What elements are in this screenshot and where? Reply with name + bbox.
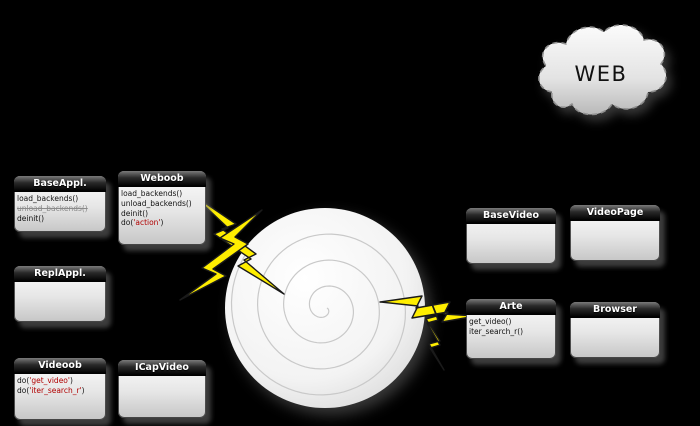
class-title: VideoPage <box>570 205 660 221</box>
class-body <box>14 282 106 286</box>
method-line: unload_backends() <box>121 198 192 208</box>
class-title: ReplAppl. <box>14 266 106 282</box>
class-box-baseappl: BaseAppl. load_backends() unload_backend… <box>14 176 106 232</box>
class-body <box>570 318 660 322</box>
class-title: BaseVideo <box>466 208 556 224</box>
class-body <box>118 376 206 380</box>
class-title: Weboob <box>118 171 206 187</box>
core-spiral <box>225 208 425 408</box>
class-body <box>466 224 556 228</box>
method-line: deinit() <box>17 213 45 223</box>
lightning-bolt-icon <box>425 293 445 371</box>
class-body: get_video() iter_search_r() <box>466 315 556 339</box>
class-box-basevideo: BaseVideo <box>466 208 556 264</box>
class-title: BaseAppl. <box>14 176 106 192</box>
class-title: Arte <box>466 299 556 315</box>
method-line: deinit() <box>121 208 149 218</box>
class-box-icapvideo: ICapVideo <box>118 360 206 418</box>
class-title: ICapVideo <box>118 360 206 376</box>
web-cloud-label: WEB <box>575 62 628 86</box>
class-body: load_backends() unload_backends() deinit… <box>118 187 206 230</box>
class-body: do('get_video') do('iter_search_r') <box>14 374 106 398</box>
method-line: iter_search_r() <box>469 326 524 336</box>
class-box-videopage: VideoPage <box>570 205 660 261</box>
cloud-shape-icon <box>538 24 667 116</box>
method-line: get_video() <box>469 317 512 326</box>
method-line: load_backends() <box>17 194 79 203</box>
method-line: do('iter_search_r') <box>17 385 85 395</box>
method-line: unload_backends() <box>17 203 88 213</box>
class-title: Videoob <box>14 358 106 374</box>
class-box-replappl: ReplAppl. <box>14 266 106 322</box>
method-line: do('get_video') <box>17 376 73 385</box>
class-body: load_backends() unload_backends() deinit… <box>14 192 106 225</box>
method-line: do('action') <box>121 218 164 228</box>
class-box-arte: Arte get_video() iter_search_r() <box>466 299 556 359</box>
class-box-videoob: Videoob do('get_video') do('iter_search_… <box>14 358 106 420</box>
core-circle <box>225 208 425 408</box>
class-title: Browser <box>570 302 660 318</box>
web-cloud: WEB <box>538 24 667 116</box>
class-box-browser: Browser <box>570 302 660 358</box>
class-body <box>570 221 660 225</box>
class-box-weboob: Weboob load_backends() unload_backends()… <box>118 171 206 245</box>
method-line: load_backends() <box>121 189 183 198</box>
